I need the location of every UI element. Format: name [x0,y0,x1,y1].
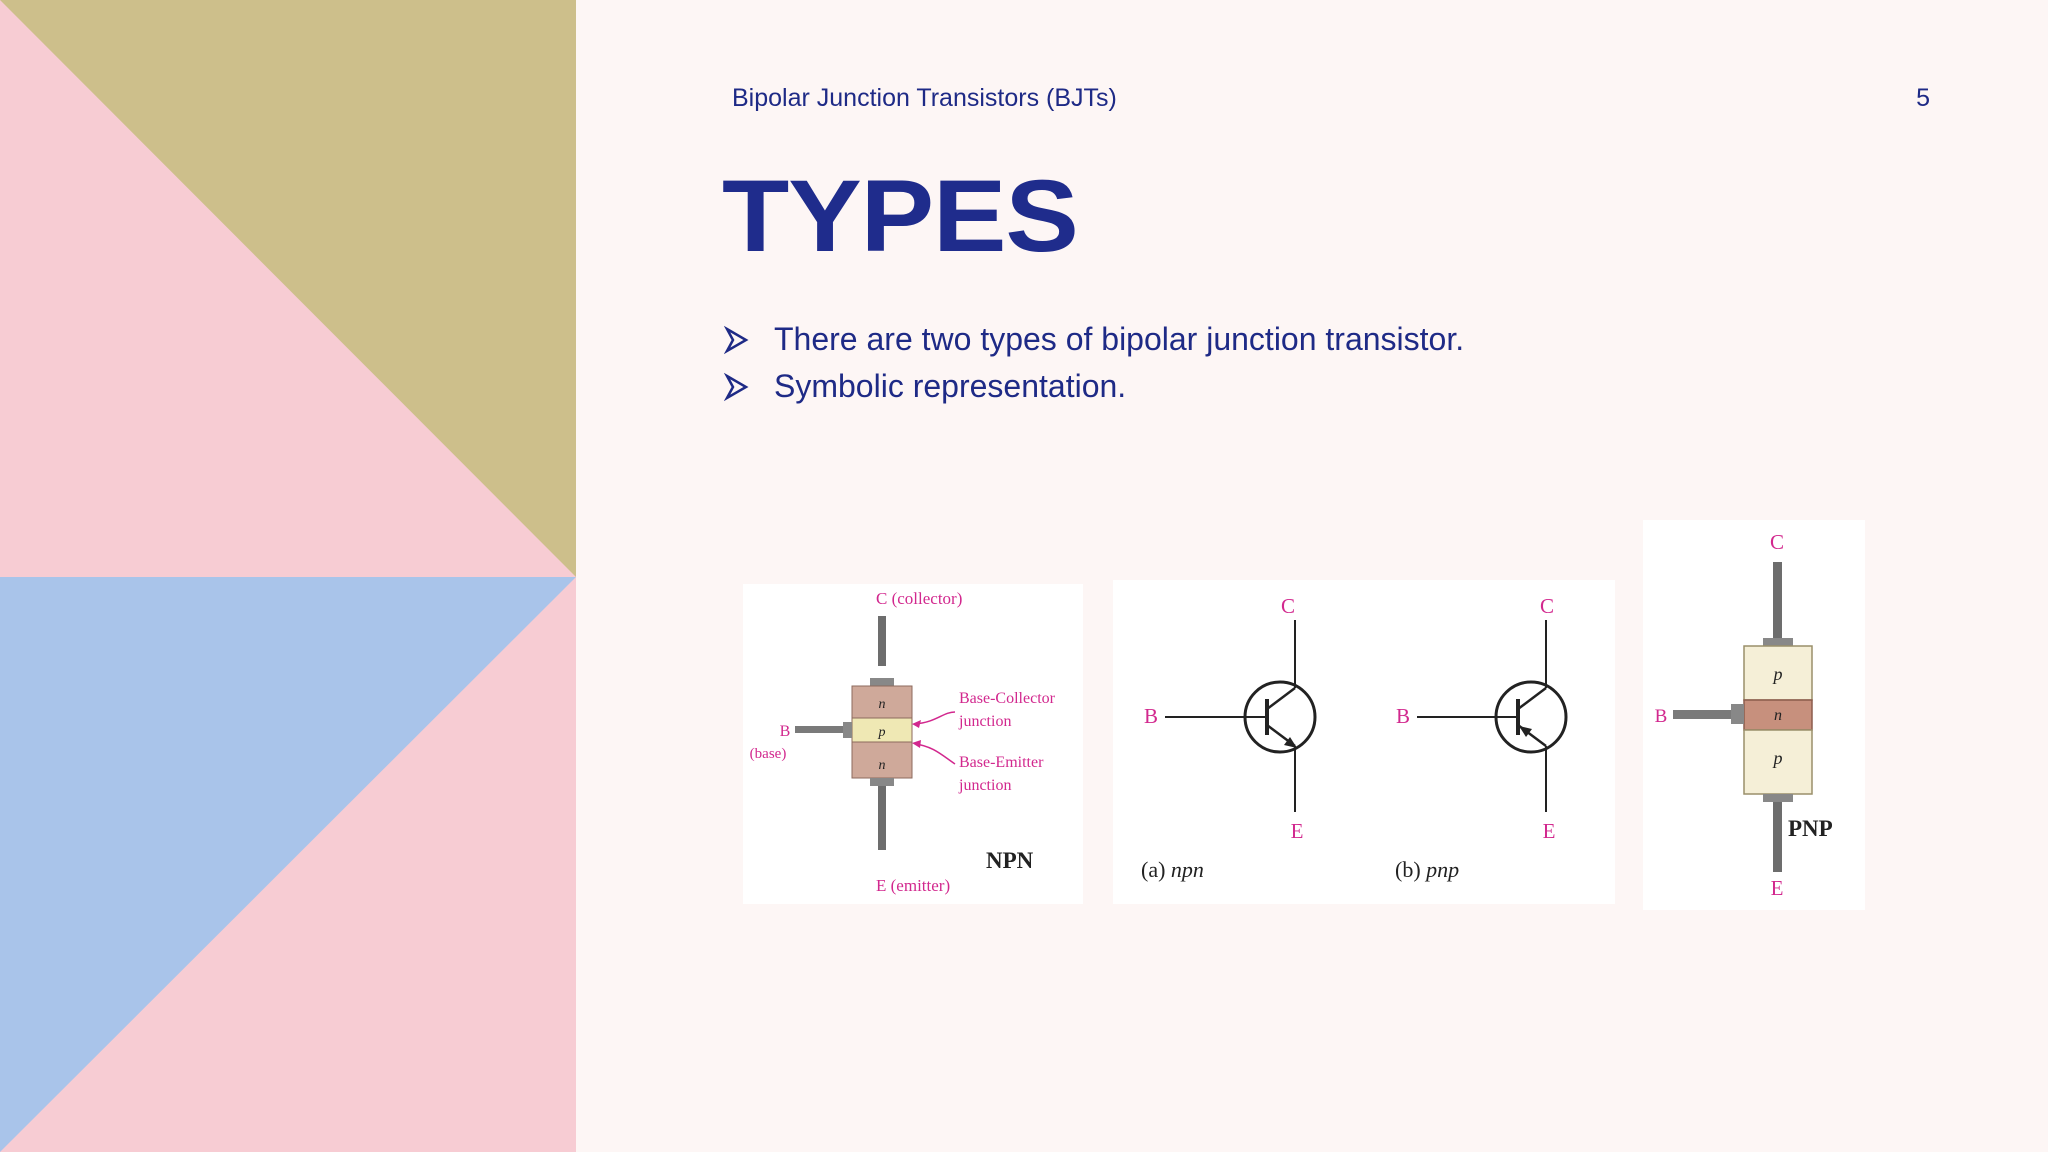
npn-be-junction-label: Base-Emitter [959,754,1044,771]
arrowhead-bullet-icon [724,325,749,354]
decorative-triangles [0,0,576,1152]
pnp-base-cap [1731,704,1744,724]
pnp-collector-cap [1763,638,1793,646]
npn-be-arrowhead [912,740,921,748]
bullet-list: There are two types of bipolar junction … [724,316,1464,410]
npn-emitter-cap [870,778,894,786]
npn-base-label: B [780,723,791,740]
transistor-symbols-diagram: C B E (a) npn C B E (b) pnp [1113,580,1615,904]
pnp-symbol-collector-line [1517,687,1547,710]
npn-symbol-c-label: C [1281,594,1295,618]
pnp-name-label: PNP [1788,816,1833,841]
npn-layer-label: p [878,725,886,740]
npn-base-cap [843,722,852,738]
pnp-base-label: B [1655,706,1668,727]
npn-be-junction-label: junction [958,777,1011,794]
slide-title: TYPES [722,159,1079,273]
pnp-symbol-arrowhead [1519,726,1532,737]
npn-symbol-arrowhead [1284,737,1297,748]
pnp-symbol-e-label: E [1543,819,1556,843]
arrowhead-bullet-icon [724,372,749,401]
pnp-layer-label: p [1772,664,1783,684]
npn-emitter-lead [878,786,886,850]
npn-symbol-collector-line [1266,687,1296,710]
npn-layer-label: n [879,758,886,773]
pnp-collector-label: C [1770,530,1784,554]
pnp-layer-label: n [1774,707,1782,724]
pnp-p-layer-top [1743,645,1813,701]
npn-bc-arrow [914,711,956,725]
npn-symbol: C B E (a) npn [1141,594,1317,882]
npn-collector-label: C (collector) [876,589,962,608]
pink-lower-triangle [0,577,576,1152]
npn-symbol-b-label: B [1144,704,1158,728]
bullet-text: Symbolic representation. [774,368,1127,404]
bullet-item: There are two types of bipolar junction … [724,316,1464,363]
npn-emitter-label: E (emitter) [876,876,950,895]
npn-collector-cap [870,678,894,686]
pnp-symbol-c-label: C [1540,594,1554,618]
header-title: Bipolar Junction Transistors (BJTs) [732,84,1117,112]
npn-p-layer [851,717,913,743]
npn-symbol-e-label: E [1291,819,1304,843]
bullet-item: Symbolic representation. [724,363,1464,410]
npn-symbol-caption: (a) npn [1141,857,1204,882]
npn-base-lead [795,726,845,733]
pnp-p-layer-bottom [1743,729,1813,795]
pnp-base-lead [1673,710,1733,719]
npn-base-sublabel: (base) [750,746,787,762]
pnp-symbol-caption: (b) pnp [1395,857,1459,882]
npn-bc-junction-label: junction [958,713,1011,730]
pnp-emitter-label: E [1771,876,1784,900]
npn-bc-junction-label: Base-Collector [959,690,1056,707]
npn-layer-label: n [879,697,886,712]
tan-triangle [0,0,576,577]
pnp-layer-label: p [1772,748,1783,768]
npn-name-label: NPN [986,848,1034,873]
bullet-text: There are two types of bipolar junction … [774,321,1465,357]
pnp-symbol-b-label: B [1396,704,1410,728]
npn-collector-lead [878,616,886,666]
npn-bc-arrowhead [912,720,921,728]
npn-be-arrow [914,743,956,765]
npn-structure-diagram: C (collector) n p n B (base) Base-Collec… [743,584,1083,904]
page-number: 5 [1916,84,1930,112]
pnp-emitter-lead [1773,802,1782,872]
pnp-structure-diagram: C B p n p PNP E [1643,520,1865,910]
pnp-emitter-cap [1763,794,1793,802]
pnp-collector-lead [1773,562,1782,638]
pnp-symbol: C B E (b) pnp [1395,594,1568,882]
